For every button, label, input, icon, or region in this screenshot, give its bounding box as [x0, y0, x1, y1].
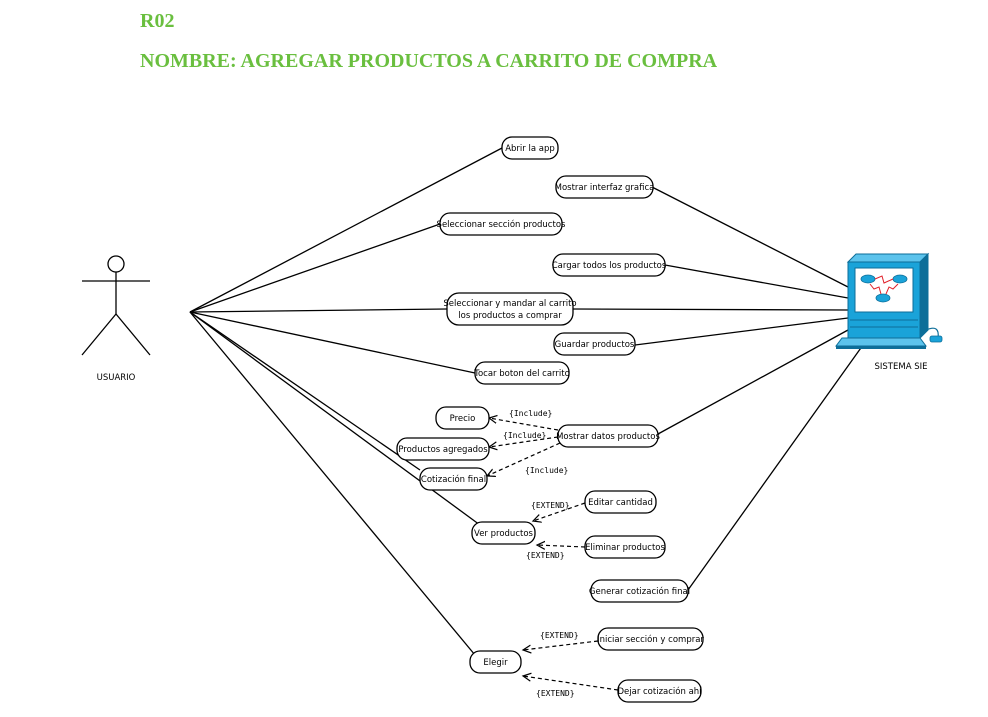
actor-usuario-label: USUARIO: [97, 373, 136, 383]
use-case-editar-cantidad-label: Editar cantidad: [588, 498, 653, 508]
assoc-tocar-boton: [189, 311, 476, 374]
assoc-cotizacion-final: [189, 311, 421, 471]
use-case-tocar-boton: Tocar boton del carrito: [473, 361, 570, 385]
use-case-seleccionar-seccion: Seleccionar sección productos: [437, 212, 566, 236]
use-case-cotizacion-final-label: Cotización final: [421, 474, 486, 485]
computer-icon: [835, 252, 943, 349]
use-case-productos-agregados: Productos agregados: [396, 437, 490, 461]
assoc-seleccionar-seccion: [189, 223, 441, 313]
assoc-seleccionar-mandar: [189, 308, 448, 313]
use-case-elegir: Elegir: [469, 650, 522, 674]
assoc-abrir-app: [189, 147, 503, 313]
use-case-mostrar-datos: Mostrar datos productos: [556, 424, 660, 448]
include-label-agregados: {Include}: [503, 431, 546, 440]
use-case-generar-cotizacion-label: Generar cotización final: [589, 586, 690, 597]
use-case-abrir-app: Abrir la app: [501, 136, 559, 160]
actor-head: [107, 255, 125, 273]
use-case-iniciar-seccion-label: Iniciar sección y comprar: [597, 634, 704, 645]
actor-right-leg: [115, 313, 151, 356]
use-case-ver-productos-label: Ver productos: [474, 529, 533, 539]
use-case-cargar-productos-label: Cargar todos los productos: [552, 261, 667, 271]
use-case-eliminar-productos: Eliminar productos: [584, 535, 666, 559]
extend-label-eliminar: {EXTEND}: [526, 551, 565, 560]
use-case-seleccionar-mandar-label-2: los productos a comprar: [458, 311, 562, 321]
dependency-arrows: [487, 418, 619, 691]
include-cotizacion-arrow: [487, 442, 561, 476]
use-case-seleccionar-mandar: Seleccionar y mandar al carrito los prod…: [443, 292, 577, 326]
use-case-ver-productos: Ver productos: [471, 521, 536, 545]
use-case-productos-agregados-label: Productos agregados: [398, 445, 488, 455]
extend-eliminar-arrow: [537, 545, 586, 547]
use-case-guardar-productos-label: Guardar productos: [555, 340, 635, 350]
include-precio-arrow: [489, 418, 559, 431]
system-associations: [572, 186, 869, 591]
use-case-eliminar-productos-label: Eliminar productos: [585, 543, 665, 553]
use-case-seleccionar-seccion-label: Seleccionar sección productos: [437, 219, 566, 230]
assoc-mostrar-datos: [657, 329, 849, 435]
use-case-mostrar-interfaz-label: Mostrar interfaz grafica: [555, 183, 655, 193]
user-associations: [189, 147, 503, 656]
use-case-cotizacion-final: Cotización final: [419, 467, 488, 491]
use-case-precio: Precio: [435, 406, 490, 430]
use-case-cargar-productos: Cargar todos los productos: [552, 253, 667, 277]
extend-iniciar-arrow: [523, 640, 599, 650]
assoc-guardar-productos: [634, 317, 849, 346]
use-case-elegir-label: Elegir: [483, 658, 508, 668]
include-label-cotizacion: {Include}: [525, 466, 568, 475]
use-case-mostrar-datos-label: Mostrar datos productos: [556, 432, 660, 442]
use-case-editar-cantidad: Editar cantidad: [584, 490, 657, 514]
extend-label-iniciar: {EXTEND}: [540, 631, 579, 640]
use-case-precio-label: Precio: [450, 414, 476, 424]
requirement-name: NOMBRE: AGREGAR PRODUCTOS A CARRITO DE C…: [140, 50, 718, 72]
use-case-tocar-boton-label: Tocar boton del carrito: [473, 369, 570, 379]
extend-dejar-arrow: [523, 676, 619, 691]
assoc-elegir: [189, 311, 476, 656]
use-case-abrir-app-label: Abrir la app: [505, 144, 555, 154]
include-label-precio: {Include}: [509, 409, 552, 418]
use-case-seleccionar-mandar-label-1: Seleccionar y mandar al carrito: [443, 299, 576, 309]
actor-usuario: [81, 255, 151, 356]
extend-editar-arrow: [533, 502, 586, 521]
use-case-mostrar-interfaz: Mostrar interfaz grafica: [555, 175, 655, 199]
use-case-guardar-productos: Guardar productos: [553, 332, 636, 356]
extend-label-editar: {EXTEND}: [531, 501, 570, 510]
dependency-labels: {Include} {Include} {Include} {EXTEND} {…: [503, 409, 579, 698]
extend-label-dejar: {EXTEND}: [536, 689, 575, 698]
use-case-dejar-cotizacion: Dejar cotización ahí: [617, 679, 702, 703]
assoc-mostrar-interfaz: [651, 186, 849, 288]
assoc-generar-cotizacion: [687, 337, 869, 591]
actor-left-leg: [81, 313, 117, 356]
include-agregados-arrow: [489, 436, 559, 447]
requirement-code: R02: [140, 10, 175, 32]
use-case-generar-cotizacion: Generar cotización final: [589, 579, 690, 603]
use-case-dejar-cotizacion-label: Dejar cotización ahí: [617, 686, 702, 697]
assoc-seleccionar-mandar-sys: [572, 308, 849, 311]
actor-sistema-label: SISTEMA SIE: [875, 362, 928, 372]
use-case-iniciar-seccion: Iniciar sección y comprar: [597, 627, 704, 651]
assoc-cargar-productos: [664, 264, 849, 299]
